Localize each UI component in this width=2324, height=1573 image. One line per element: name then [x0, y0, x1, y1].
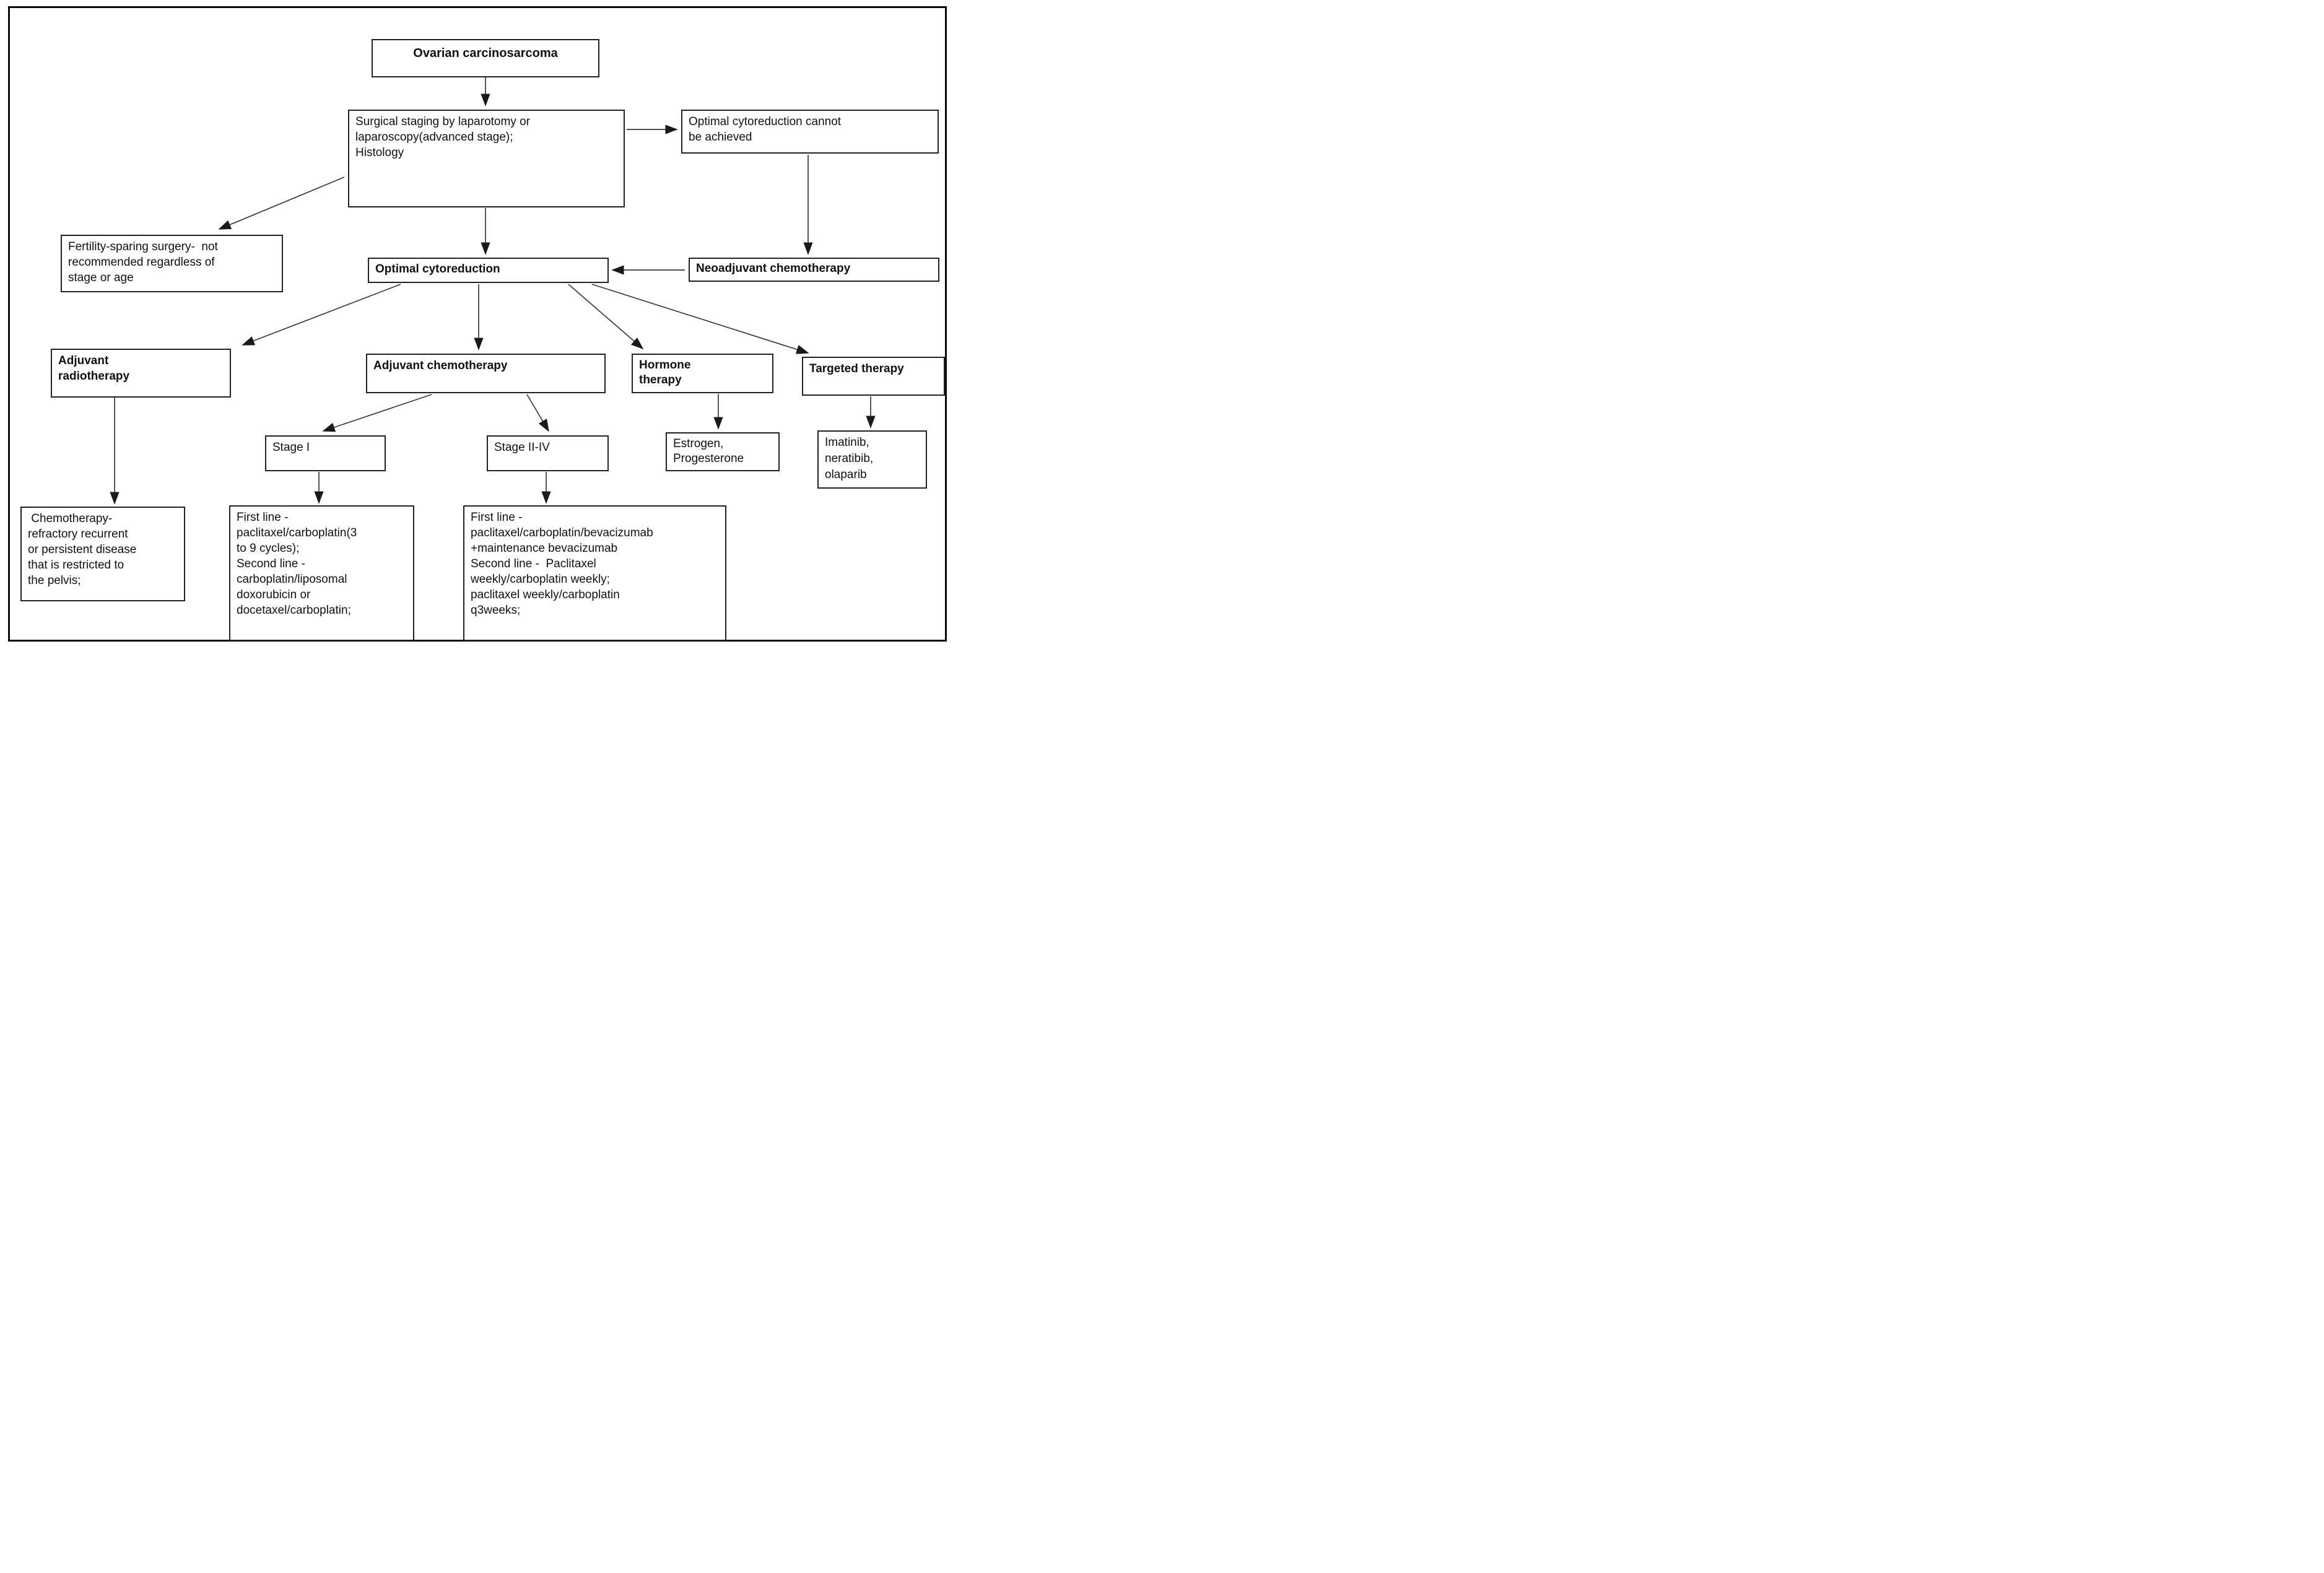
node-stage-ii-iv: Stage II-IV	[487, 435, 609, 471]
arrow-optimal-to-radiotherapy	[242, 284, 401, 346]
arrow-surgical-to-fertility	[218, 176, 345, 230]
node-ovarian-carcinosarcoma: Ovarian carcinosarcoma	[372, 39, 599, 77]
arrow-optimal-to-targeted	[591, 284, 809, 354]
node-stage-i-treatment: First line - paclitaxel/carboplatin(3 to…	[229, 505, 414, 641]
node-optimal-cytoreduction-cannot-be-achieved: Optimal cytoreduction cannot be achieved	[681, 110, 939, 154]
node-adjuvant-chemotherapy: Adjuvant chemotherapy	[366, 354, 606, 393]
flowchart-ovarian-carcinosarcoma: Ovarian carcinosarcoma Surgical staging …	[0, 0, 957, 648]
arrow-chemotherapy-to-stage-i	[322, 394, 432, 432]
node-surgical-staging: Surgical staging by laparotomy or laparo…	[348, 110, 625, 207]
node-adjuvant-radiotherapy: Adjuvant radiotherapy	[51, 349, 231, 398]
node-stage-ii-iv-treatment: First line - paclitaxel/carboplatin/beva…	[463, 505, 726, 641]
node-hormone-therapy: Hormone therapy	[632, 354, 773, 393]
node-stage-i: Stage I	[265, 435, 386, 471]
arrow-chemotherapy-to-stage-ii-iv	[526, 394, 549, 432]
node-estrogen-progesterone: Estrogen, Progesterone	[666, 432, 780, 471]
node-chemotherapy-refractory-disease: Chemotherapy- refractory recurrent or pe…	[20, 507, 185, 601]
node-imatinib-neratibib-olaparib: Imatinib, neratibib, olaparib	[817, 430, 927, 489]
arrow-optimal-to-hormone	[568, 284, 644, 350]
node-targeted-therapy: Targeted therapy	[802, 357, 945, 396]
node-neoadjuvant-chemotherapy: Neoadjuvant chemotherapy	[689, 258, 939, 282]
node-optimal-cytoreduction: Optimal cytoreduction	[368, 258, 609, 283]
node-fertility-sparing-surgery: Fertility-sparing surgery- not recommend…	[61, 235, 283, 292]
connector-arrows	[110, 77, 876, 505]
